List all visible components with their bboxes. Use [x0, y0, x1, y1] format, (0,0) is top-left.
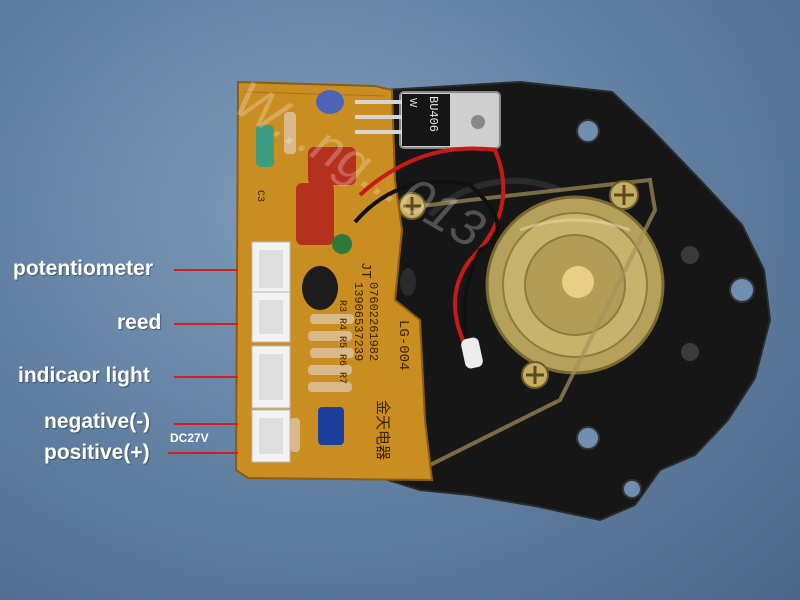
pcb-model: LG-004	[395, 320, 411, 370]
pointer-negative	[174, 423, 238, 425]
electrolytic-capacitor	[318, 407, 344, 445]
red-wire	[358, 146, 506, 356]
pcb-date: 07602261982	[366, 282, 380, 361]
red-capacitor-1	[308, 147, 356, 185]
pcb-resistor-labels: R3 R4 R5 R6 R7	[336, 300, 347, 384]
pcb-brand: JT	[357, 262, 373, 279]
ic-label: BU406	[426, 96, 440, 132]
label-negative: negative(-)	[44, 410, 151, 433]
pcb-phone: 13906537239	[351, 282, 365, 361]
black-wire	[353, 179, 500, 356]
blue-capacitor	[316, 90, 344, 114]
green-resistor	[256, 125, 274, 167]
connector-indicator	[251, 345, 291, 409]
pointer-reed	[174, 323, 238, 325]
label-potentiometer: potentiometer	[13, 257, 154, 280]
red-capacitor-2	[296, 183, 334, 245]
connector-power	[251, 409, 291, 463]
connector-potentiometer	[251, 241, 291, 297]
resistor-bank	[284, 112, 354, 452]
pcb-capacitor-label: C3	[254, 190, 265, 202]
pointer-potentiometer	[174, 269, 238, 271]
screw-bottom-right	[521, 361, 549, 389]
inductor	[302, 266, 338, 310]
pointer-indicator-light	[174, 376, 238, 378]
pcb-chinese-text: 金天电器	[374, 400, 392, 460]
label-dc-voltage: DC27V	[170, 431, 209, 445]
piezo-disc	[485, 195, 665, 375]
label-indicator-light: indicaor light	[18, 364, 150, 387]
label-positive: positive(+)	[44, 441, 150, 464]
green-capacitor	[332, 234, 352, 254]
screw-top	[609, 180, 639, 210]
pointer-positive	[168, 452, 238, 454]
connector-reed	[251, 291, 291, 343]
wire-sleeve	[461, 337, 483, 369]
regulator-ic	[355, 91, 501, 149]
label-reed: reed	[117, 311, 162, 334]
ic-sublabel: W	[407, 98, 418, 108]
